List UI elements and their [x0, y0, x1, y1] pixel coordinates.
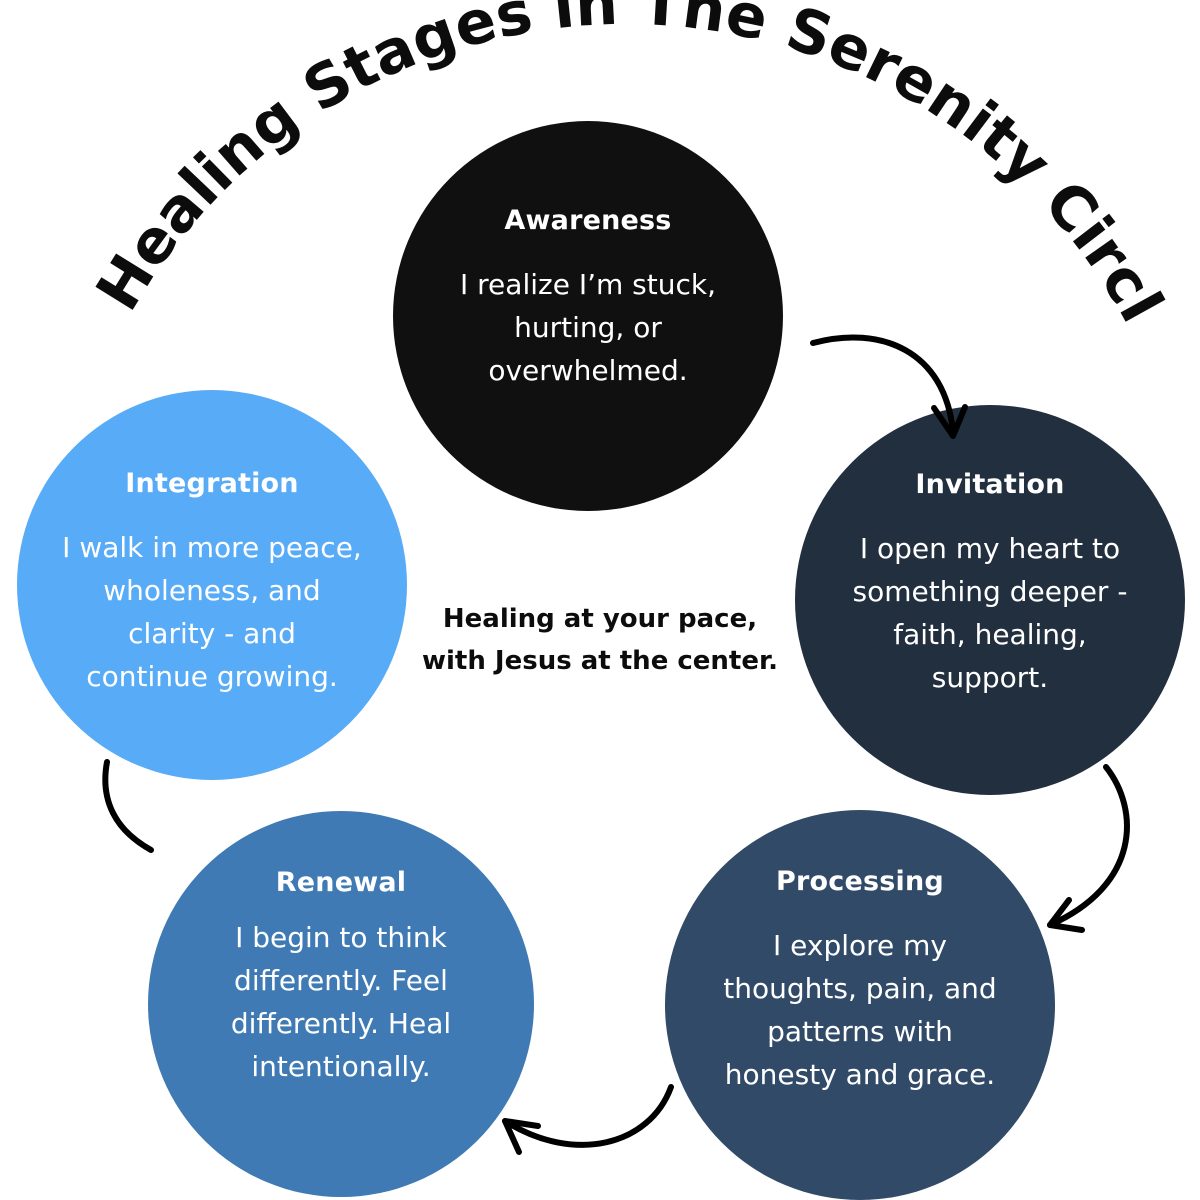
center-tagline: Healing at your pace, with Jesus at the … [400, 598, 800, 682]
stage-description-line: patterns with [767, 1015, 953, 1048]
stage-description-line: faith, healing, [893, 618, 1087, 651]
stage-description-line: something deeper - [852, 575, 1128, 608]
stage-description-line: I begin to think [235, 921, 447, 954]
stage-description-line: support. [931, 661, 1049, 694]
center-tagline-line-2: with Jesus at the center. [421, 646, 778, 676]
stage-circle-invitation: Invitation I open my heart to something d… [795, 405, 1185, 795]
stage-title: Invitation [915, 469, 1065, 500]
stage-title: Awareness [504, 205, 672, 236]
stage-description: I walk in more peace, wholeness, and clari… [62, 526, 362, 698]
stage-description-line: honesty and grace. [724, 1058, 996, 1091]
stage-circle-renewal: Renewal I begin to think differently. Fee… [148, 811, 534, 1197]
stage-circle-awareness: Awareness I realize I’m stuck, hurting, o… [393, 121, 783, 511]
stage-description-line: continue growing. [86, 660, 338, 693]
stage-description-line: I open my heart to [859, 532, 1121, 565]
stage-description-line: wholeness, and [103, 574, 321, 607]
stage-description-line: thoughts, pain, and [723, 972, 997, 1005]
stage-description: I realize I’m stuck, hurting, or overwhelm… [460, 263, 716, 392]
stage-description-line: differently. Feel [234, 964, 448, 997]
stage-description-line: clarity - and [128, 617, 296, 650]
stage-circle-integration: Integration I walk in more peace, wholene… [17, 390, 407, 780]
stage-description-line: I realize I’m stuck, [460, 268, 716, 301]
stage-title: Processing [776, 866, 944, 897]
center-tagline-line-1: Healing at your pace, [442, 604, 758, 634]
stage-description: I explore my thoughts, pain, and patterns … [723, 924, 996, 1096]
stage-description-line: I walk in more peace, [62, 531, 362, 564]
stage-description-line: differently. Heal [230, 1007, 452, 1040]
stage-title: Renewal [275, 867, 407, 898]
stage-description: I open my heart to something deeper - fait… [853, 527, 1128, 699]
stage-description: I begin to think differently. Feel differe… [231, 916, 451, 1088]
stage-description-line: I explore my [772, 929, 947, 962]
stage-description-line: intentionally. [251, 1050, 431, 1083]
stage-description-line: overwhelmed. [488, 354, 688, 387]
stage-circle-processing: Processing I explore my thoughts, pain, a… [665, 810, 1055, 1200]
stage-title: Integration [125, 468, 299, 499]
stage-description-line: hurting, or [514, 311, 662, 344]
